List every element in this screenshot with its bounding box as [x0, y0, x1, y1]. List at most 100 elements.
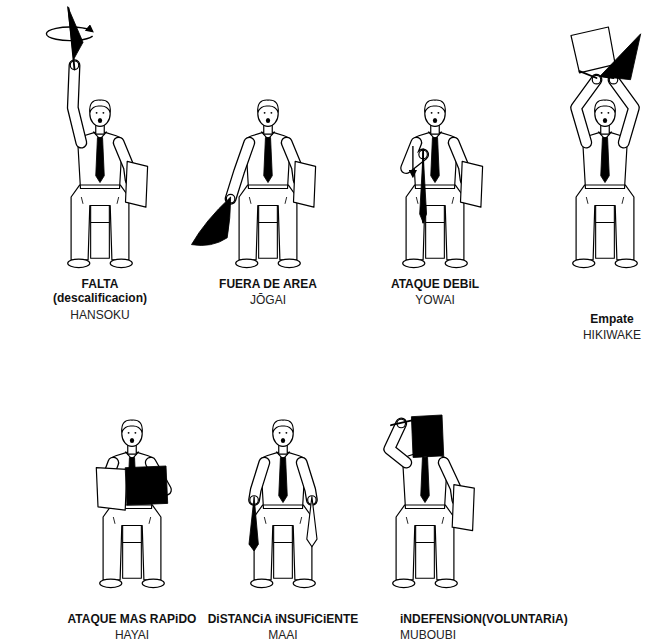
figure-part [96, 468, 127, 511]
figure-part [420, 153, 427, 223]
referee-figure [403, 100, 483, 268]
figure-part [274, 524, 293, 578]
belt [263, 505, 302, 506]
signal-term: MAAI [268, 628, 297, 642]
signal-caption: ATAQUE DEBiL [391, 277, 479, 291]
chair-rail [596, 222, 615, 223]
shoe [251, 579, 273, 588]
signal-caption: DiSTANCiA iNSUFiCiENTE [208, 612, 359, 626]
signal-caption: Empate [590, 312, 633, 326]
figure-part [601, 138, 610, 183]
rotation-arrow [46, 27, 92, 41]
figure-part [126, 161, 148, 207]
shoe [393, 579, 415, 588]
referee-figure [389, 415, 474, 588]
figure-part [461, 161, 483, 207]
flag-stick [580, 71, 597, 78]
figure-part [595, 100, 616, 112]
figure-part [294, 161, 316, 207]
belt [405, 505, 444, 506]
shoe [403, 259, 425, 268]
figure-part [596, 204, 615, 258]
figure-part [600, 34, 641, 80]
figure-part [279, 458, 288, 503]
eye [264, 112, 266, 114]
figure-part [273, 420, 294, 432]
shoe [278, 259, 300, 268]
signal-term: HAYAI [115, 628, 149, 642]
figure-part [192, 197, 231, 245]
figure-part [96, 138, 105, 183]
figure-part [125, 466, 168, 505]
figure-part [576, 185, 634, 260]
eye [607, 112, 609, 114]
knee-crease [586, 197, 623, 204]
shoe [236, 259, 258, 268]
chair-rail [416, 542, 435, 543]
referee-figure [96, 420, 167, 588]
arm-fill [254, 463, 264, 500]
belt [585, 185, 624, 186]
figure-part [452, 485, 474, 531]
figure-part [307, 497, 317, 547]
arm-fill [73, 65, 82, 142]
referee-figure [571, 27, 641, 268]
eye [128, 432, 130, 434]
shoe [142, 579, 164, 588]
chair-rail [259, 222, 278, 223]
shoe [435, 579, 457, 588]
shoe [293, 579, 315, 588]
signal-term: YOWAI [415, 293, 455, 307]
arm-outline [231, 143, 250, 199]
figure-part [239, 185, 297, 260]
arm-outline [389, 424, 406, 463]
knee-crease [81, 197, 118, 204]
figure-part [406, 185, 464, 260]
figure-part [90, 100, 111, 112]
figure-part [259, 204, 278, 258]
signal-term: HIKIWAKE [583, 328, 641, 342]
figure-part [254, 505, 312, 580]
figure-part [396, 505, 454, 580]
figure-part [258, 100, 279, 112]
figure-part [249, 497, 258, 551]
arm-outline [73, 65, 82, 142]
belt [248, 185, 287, 186]
belt [80, 185, 119, 186]
chair-rail [274, 542, 293, 543]
eye [431, 112, 433, 114]
figure-part [411, 415, 443, 458]
arm-fill [389, 424, 406, 463]
referee-figure [249, 420, 317, 588]
mouth [433, 118, 437, 123]
eye [134, 432, 136, 434]
down-arrow [412, 146, 413, 177]
figure-part [416, 524, 435, 578]
figure-part [571, 27, 615, 73]
arm-outline [614, 80, 634, 143]
head [90, 101, 110, 127]
eye [270, 112, 272, 114]
signal-term: JŌGAI [250, 293, 286, 307]
head [595, 101, 615, 127]
eye [285, 432, 287, 434]
shoe [615, 259, 637, 268]
chair-rail [426, 222, 445, 223]
arm-fill [614, 80, 634, 143]
figure-part [68, 7, 83, 60]
eye [96, 112, 98, 114]
figure-part [123, 524, 142, 578]
flag-stick [391, 420, 413, 425]
shoe [68, 259, 90, 268]
knee-crease [249, 197, 286, 204]
flag-stick [602, 76, 614, 78]
arm-fill [576, 80, 596, 143]
knee-crease [264, 517, 301, 524]
chair-rail [123, 542, 142, 543]
mouth [130, 438, 134, 443]
signal-caption: ATAQUE MAS RAPiDO [68, 612, 197, 626]
figure-part [122, 420, 143, 432]
figure-part [425, 100, 446, 112]
